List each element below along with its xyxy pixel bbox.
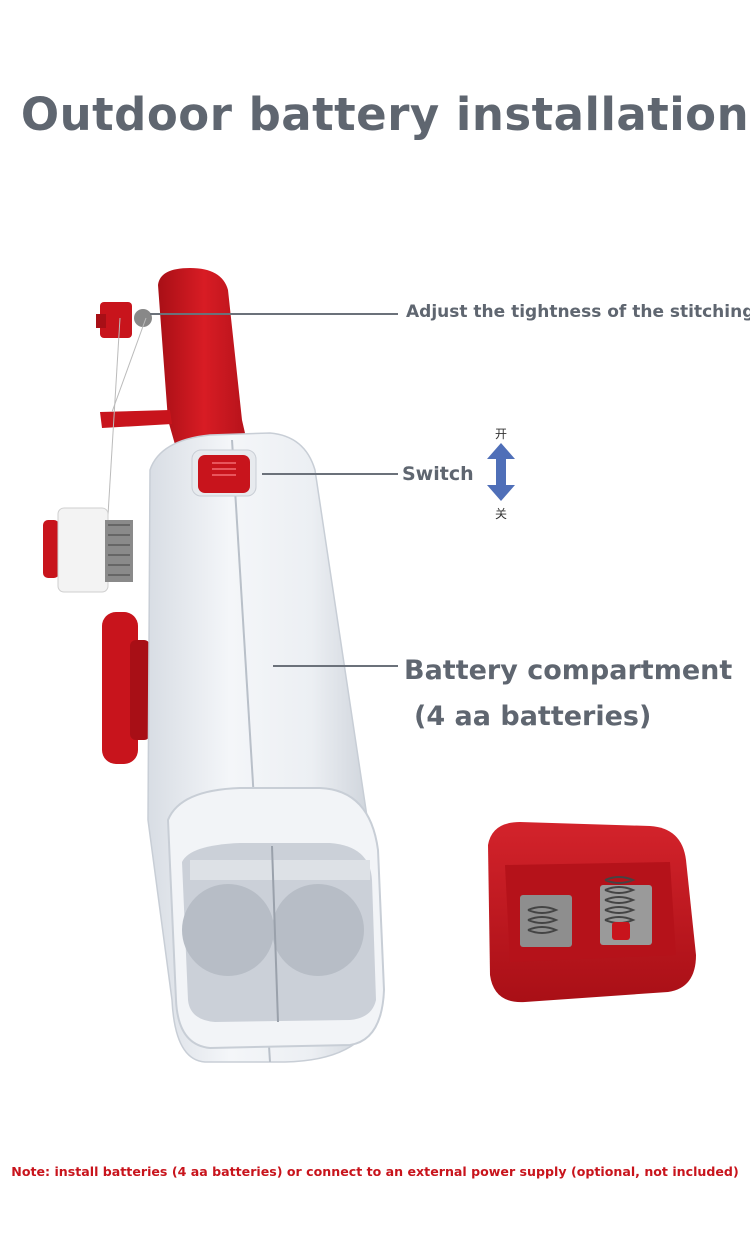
tension-label: Adjust the tightness of the stitching: [406, 302, 750, 322]
switch-on-label: 开: [494, 427, 507, 441]
tension-callout-line: [150, 313, 398, 315]
double-arrow-icon: [487, 443, 515, 501]
tension-knob: [100, 302, 132, 338]
thread-spool: [57, 507, 109, 593]
battery-label: Battery compartment: [404, 655, 733, 686]
switch-off-label: 关: [494, 507, 507, 521]
page-title: Outdoor battery installation: [20, 88, 750, 141]
battery-callout-line: [273, 665, 398, 667]
note-text: Note: install batteries (4 aa batteries)…: [11, 1164, 739, 1179]
machine-arm: [158, 268, 250, 462]
switch-direction: 开 关: [484, 425, 518, 521]
battery-sub-label: (4 aa batteries): [414, 701, 652, 732]
switch-callout-line: [262, 473, 398, 475]
hand-wheel: [102, 612, 138, 764]
spool-cap: [43, 520, 59, 578]
switch-label: Switch: [402, 463, 474, 485]
